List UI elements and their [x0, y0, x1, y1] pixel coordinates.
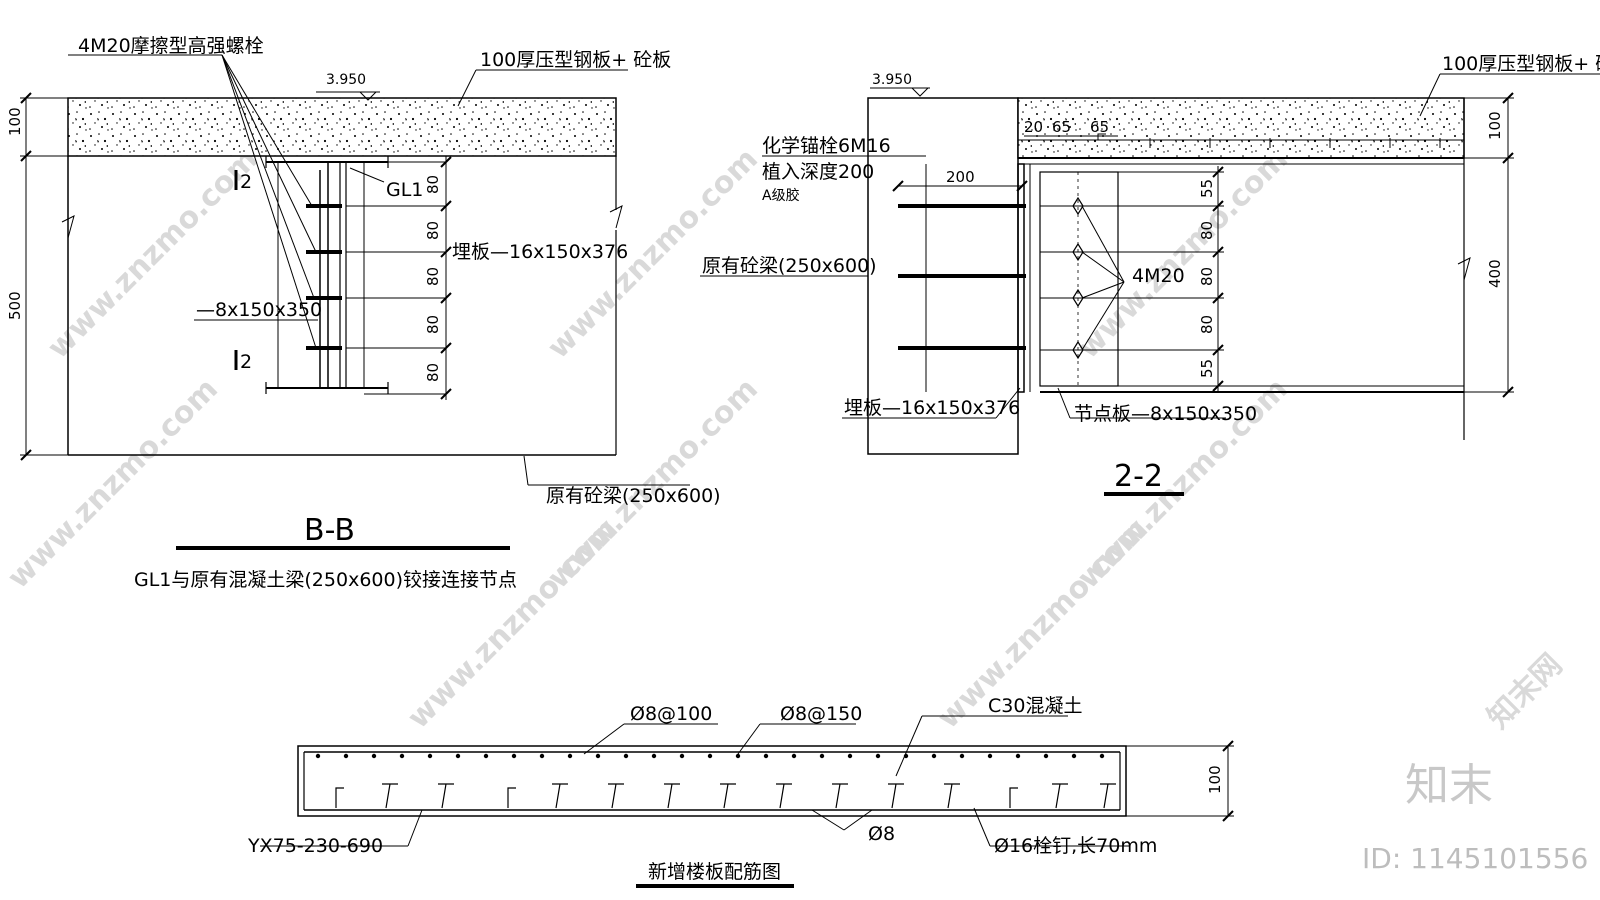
s22-node-plate: 节点板—8x150x350	[1074, 403, 1257, 425]
section-22-text: 3.950 100厚压型钢板+ 砼板 化学锚栓6M16 植入深度200 A级胶 …	[702, 53, 1600, 494]
s22-dim-right: 55	[1198, 179, 1216, 198]
s22-top-dim: 65	[1090, 118, 1109, 136]
slab-rebar-top1: Ø8@100	[630, 703, 712, 725]
s22-anchor-line: 化学锚栓6M16	[762, 135, 891, 157]
bb-elevation: 3.950	[326, 72, 366, 88]
watermark-site: www.znzmo.com	[401, 512, 625, 736]
s22-dim-right: 80	[1198, 221, 1216, 240]
s22-dim-right: 55	[1198, 359, 1216, 378]
bb-bolt-label: 4M20摩擦型高强螺栓	[78, 35, 264, 57]
s22-orig-beam: 原有砼梁(250x600)	[702, 255, 877, 277]
bb-dim-left: 500	[6, 291, 24, 320]
bb-title: B-B	[304, 513, 355, 548]
watermark-brand: 知末网	[1481, 647, 1569, 735]
watermark-logo: 知末	[1405, 760, 1493, 811]
s22-dim-right: 80	[1198, 267, 1216, 286]
s22-top-dim: 65	[1052, 118, 1071, 136]
slab-rebar-bottom: Ø8	[868, 823, 895, 845]
s22-dim-far: 100	[1486, 111, 1504, 140]
bb-embed-plate: 埋板—16x150x376	[452, 241, 628, 263]
slab-concrete: C30混凝土	[988, 695, 1082, 717]
watermark-site: www.znzmo.com	[41, 142, 265, 366]
watermark-site: www.znzmo.com	[1, 372, 225, 596]
bb-node-plate: —8x150x350	[196, 299, 322, 321]
s22-bolts: 4M20	[1132, 265, 1185, 287]
bb-dim-left: 100	[6, 107, 24, 136]
slab-detail	[260, 715, 1234, 888]
bb-cut-mark-bottom: 2	[240, 351, 252, 373]
watermark-site: www.znzmo.com	[1071, 142, 1295, 366]
section-bb	[20, 54, 690, 550]
watermark-layer: www.znzmo.com www.znzmo.com www.znzmo.co…	[1, 142, 1588, 875]
s22-dim-far: 400	[1486, 259, 1504, 288]
slab-rebar-top2: Ø8@150	[780, 703, 862, 725]
concrete-slab	[1017, 97, 1465, 159]
s22-title: 2-2	[1114, 459, 1163, 494]
bb-orig-beam: 原有砼梁(250x600)	[546, 485, 721, 507]
slab-title: 新增楼板配筋图	[648, 861, 781, 883]
s22-slab-label: 100厚压型钢板+ 砼板	[1442, 53, 1600, 75]
bb-dim-right: 80	[424, 267, 442, 286]
watermark-id: ID: 1145101556	[1362, 842, 1588, 875]
bb-slab-label: 100厚压型钢板+ 砼板	[480, 49, 671, 71]
s22-anchor-line: 植入深度200	[762, 161, 874, 183]
s22-anchor-line: A级胶	[762, 187, 800, 204]
concrete-slab	[67, 97, 617, 157]
bb-dim-right: 80	[424, 363, 442, 382]
bb-beam-label: GL1	[386, 179, 423, 201]
bb-dim-right: 80	[424, 175, 442, 194]
s22-embed-plate: 埋板—16x150x376	[844, 397, 1020, 419]
slab-deck: YX75-230-690	[247, 835, 383, 857]
bb-dim-right: 80	[424, 315, 442, 334]
section-bb-text: 3.950 4M20摩擦型高强螺栓 100厚压型钢板+ 砼板 GL1 埋板—16…	[6, 35, 721, 591]
slab-detail-text: Ø8@100 Ø8@150 C30混凝土 YX75-230-690 Ø8 Ø16…	[247, 695, 1224, 883]
s22-dim-right: 80	[1198, 315, 1216, 334]
bb-subtitle: GL1与原有混凝土梁(250x600)铰接连接节点	[134, 569, 517, 591]
bb-cut-mark-top: 2	[240, 171, 252, 193]
s22-top-dim: 20	[1024, 118, 1043, 136]
slab-thickness: 100	[1206, 765, 1224, 794]
slab-stud: Ø16栓钉,长70mm	[994, 835, 1157, 857]
bb-dim-right: 80	[424, 221, 442, 240]
s22-elevation: 3.950	[872, 72, 912, 88]
section-22	[700, 73, 1600, 496]
s22-anchor-dim: 200	[946, 168, 975, 186]
